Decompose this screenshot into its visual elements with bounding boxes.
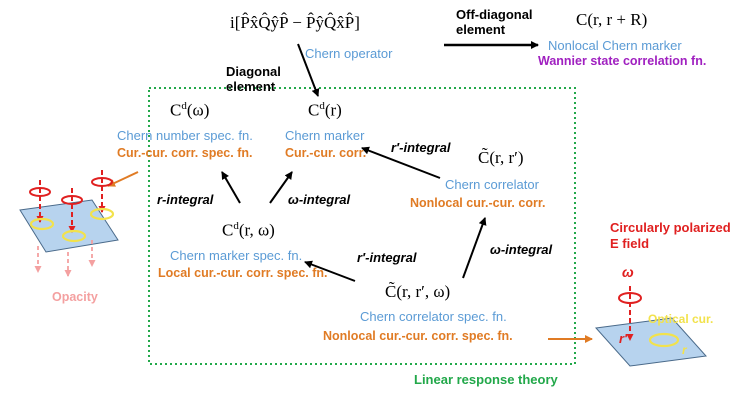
off-diagonal-line2: element xyxy=(456,22,506,37)
diagonal-line1: Diagonal xyxy=(226,64,281,79)
rprime-integral-bottom-arrow xyxy=(304,260,356,282)
c-rr-blue: Chern correlator xyxy=(445,177,539,192)
rprime-integral-bottom-label: r′-integral xyxy=(357,250,417,265)
omega-symbol: ω xyxy=(622,264,634,280)
diagonal-arrow xyxy=(297,43,320,97)
optical-current-label: Optical cur. xyxy=(648,312,714,326)
linear-response-label: Linear response theory xyxy=(414,372,558,387)
c-rr-omega-formula: C̃(r, r′, ω) xyxy=(385,282,451,301)
omega-integral-left-arrow xyxy=(269,171,293,204)
r-integral-arrow xyxy=(221,171,241,204)
omega-integral-right-label: ω-integral xyxy=(490,242,553,257)
cd-omega-blue: Chern number spec. fn. xyxy=(117,128,253,143)
rprime-symbol: r′ xyxy=(619,331,628,346)
circular-polarized-line1: Circularly polarized xyxy=(610,220,731,235)
c-rr-omega-orange: Nonlocal cur.-cur. corr. spec. fn. xyxy=(323,329,513,343)
left-panel xyxy=(19,170,119,277)
nonlocal-chern-label: Nonlocal Chern marker xyxy=(548,38,682,53)
c-rr-omega-blue: Chern correlator spec. fn. xyxy=(360,309,507,324)
off-diagonal-line1: Off-diagonal xyxy=(456,7,533,22)
circular-polarized-line2: E field xyxy=(610,236,650,251)
c-rr-orange: Nonlocal cur.-cur. corr. xyxy=(410,196,546,210)
chern-operator-formula: i[P̂x̂Q̂ŷP̂ − P̂ŷQ̂x̂P̂] xyxy=(230,13,360,32)
c-rr-formula: C̃(r, r′) xyxy=(478,148,524,167)
r-symbol: r xyxy=(682,343,687,357)
opacity-label: Opacity xyxy=(52,290,98,304)
chern-operator-label: Chern operator xyxy=(305,46,393,61)
left-plane xyxy=(19,199,119,253)
linear-response-box xyxy=(148,87,576,365)
cd-omega-orange: Cur.-cur. corr. spec. fn. xyxy=(117,146,253,160)
cd-r-omega-formula: Cd(r, ω) xyxy=(222,220,275,240)
diagonal-line2: element xyxy=(226,79,276,94)
cd-r-blue: Chern marker xyxy=(285,128,365,143)
right-panel xyxy=(594,286,708,367)
cd-r-orange: Cur.-cur. corr. xyxy=(285,146,367,160)
wannier-label: Wannier state correlation fn. xyxy=(538,54,707,68)
omega-integral-right-arrow xyxy=(462,217,487,279)
to-opacity-arrow xyxy=(107,171,139,187)
rprime-integral-top-label: r′-integral xyxy=(391,140,451,155)
cd-r-omega-blue: Chern marker spec. fn. xyxy=(170,248,303,263)
cd-r-omega-orange: Local cur.-cur. corr. spec. fn. xyxy=(158,266,328,280)
cd-r-formula: Cd(r) xyxy=(308,100,342,120)
r-integral-label: r-integral xyxy=(157,192,214,207)
rprime-integral-top-arrow xyxy=(361,146,441,179)
omega-integral-left-label: ω-integral xyxy=(288,192,351,207)
nonlocal-chern-formula: C(r, r + R) xyxy=(576,10,648,29)
cd-omega-formula: Cd(ω) xyxy=(170,100,210,120)
